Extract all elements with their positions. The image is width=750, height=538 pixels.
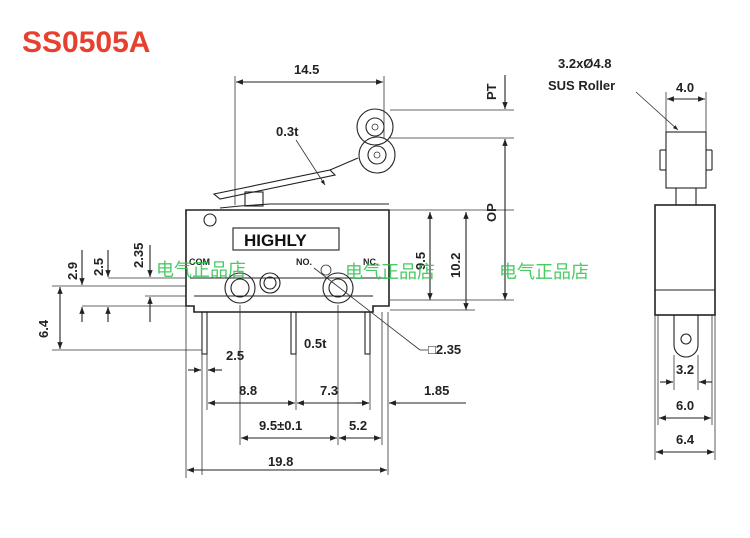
svg-text:0.3t: 0.3t: [276, 124, 299, 139]
svg-text:2.9: 2.9: [65, 262, 80, 280]
dim-left-stack: 2.9 2.5 2.35 6.4: [36, 243, 202, 351]
svg-text:2.5: 2.5: [226, 348, 244, 363]
front-view: HIGHLY COM NO. NC.: [185, 108, 396, 355]
dim-9-5-10-2: 9.5 10.2: [390, 212, 475, 311]
svg-text:10.2: 10.2: [448, 253, 463, 278]
svg-text:电气正品店: 电气正品店: [499, 262, 589, 283]
pin-nc-label: NC.: [363, 257, 379, 267]
svg-text:2.5: 2.5: [91, 258, 106, 276]
svg-text:9.5±0.1: 9.5±0.1: [259, 418, 302, 433]
side-view: 3.2xØ4.8 SUS Roller 4.0 3.2 6.0 6.4: [548, 56, 716, 460]
svg-text:5.2: 5.2: [349, 418, 367, 433]
svg-text:3.2: 3.2: [676, 362, 694, 377]
dim-pt-op: PT OP: [390, 75, 514, 301]
svg-text:8.8: 8.8: [239, 383, 257, 398]
svg-text:电气正品店: 电气正品店: [345, 262, 435, 283]
pin-no-label: NO.: [296, 257, 312, 267]
svg-text:电气正品店: 电气正品店: [156, 260, 246, 281]
svg-text:19.8: 19.8: [268, 454, 293, 469]
svg-text:7.3: 7.3: [320, 383, 338, 398]
svg-text:1.85: 1.85: [424, 383, 449, 398]
svg-text:14.5: 14.5: [294, 62, 319, 77]
drawing-title: SS0505A: [22, 26, 150, 59]
dim-bottom: 2.5 8.8 7.3 1.85 9.5±0.1 5.2 19.8: [185, 305, 466, 478]
pin-notes: 0.5t □2.35: [304, 267, 461, 357]
svg-text:3.2xØ4.8: 3.2xØ4.8: [558, 56, 612, 71]
svg-text:6.0: 6.0: [676, 398, 694, 413]
svg-text:2.35: 2.35: [131, 243, 146, 268]
svg-text:6.4: 6.4: [676, 432, 695, 447]
svg-text:SUS Roller: SUS Roller: [548, 78, 615, 93]
svg-text:□2.35: □2.35: [428, 342, 461, 357]
watermark: 电气正品店 电气正品店 电气正品店: [156, 260, 589, 283]
svg-text:0.5t: 0.5t: [304, 336, 327, 351]
dim-14-5: 14.5: [234, 62, 385, 205]
svg-text:PT: PT: [484, 83, 499, 100]
svg-text:9.5: 9.5: [413, 252, 428, 270]
svg-text:OP: OP: [484, 203, 499, 222]
svg-text:6.4: 6.4: [36, 319, 51, 338]
svg-text:4.0: 4.0: [676, 80, 694, 95]
pin-com-label: COM: [189, 257, 210, 267]
brand-label: HIGHLY: [244, 231, 307, 250]
lever-thickness-note: 0.3t: [276, 124, 326, 186]
